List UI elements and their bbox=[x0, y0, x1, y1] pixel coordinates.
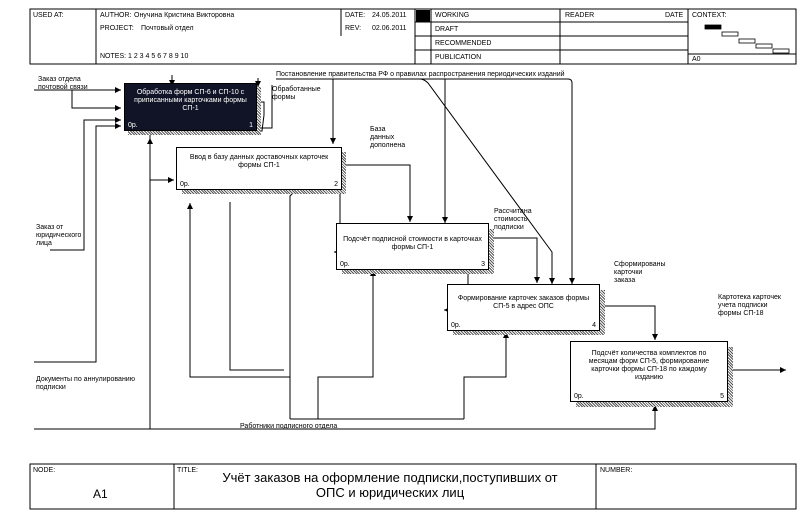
status-working-mark bbox=[416, 10, 430, 22]
activity-box-4-number: 4 bbox=[592, 322, 596, 329]
activity-box-2[interactable]: Ввод в базу данных доставочных карточек … bbox=[176, 147, 342, 190]
diagram-title: Учёт заказов на оформление подписки,пост… bbox=[190, 470, 590, 500]
activity-box-2-number: 2 bbox=[334, 181, 338, 188]
activity-box-5[interactable]: Подсчёт количества комплектов по месяцам… bbox=[570, 341, 728, 402]
activity-box-2-label: Ввод в базу данных доставочных карточек … bbox=[189, 154, 329, 169]
arrow-label-out2: База данных дополнена bbox=[370, 126, 406, 149]
context-mini-diagram bbox=[704, 24, 790, 54]
status-working: WORKING bbox=[435, 12, 470, 19]
arrow-label-out1: Обработанные формы bbox=[272, 86, 321, 101]
activity-box-3-cost: 0р. bbox=[340, 261, 350, 268]
rev-label: REV: bbox=[345, 25, 362, 32]
date-label: DATE: bbox=[345, 12, 366, 19]
activity-box-5-cost: 0р. bbox=[574, 393, 584, 400]
arrow-label-control: Постановление правительства РФ о правила… bbox=[276, 71, 565, 78]
activity-box-1-label: Обработка форм СП-6 и СП-10 с приписанны… bbox=[134, 89, 247, 112]
activity-box-5-number: 5 bbox=[720, 393, 724, 400]
project-value: Почтовый отдел bbox=[141, 25, 194, 32]
diagram-title-line1: Учёт заказов на оформление подписки,пост… bbox=[222, 470, 558, 485]
project-label: PROJECT: bbox=[100, 25, 134, 32]
context-label: CONTEXT: bbox=[692, 12, 727, 19]
footer-frame bbox=[29, 463, 797, 510]
arrows bbox=[34, 75, 786, 430]
status-recommended: RECOMMENDED bbox=[435, 40, 492, 47]
activity-box-1-number: 1 bbox=[249, 122, 253, 129]
arrow-label-input-otdel: Заказ отдела почтовой связи bbox=[38, 76, 88, 91]
arrow-label-input-docs: Документы по аннулированию подписки bbox=[36, 376, 135, 391]
reader-date-label: DATE bbox=[665, 12, 684, 19]
activity-box-1-cost: 0р. bbox=[128, 122, 138, 129]
reader-label: READER bbox=[565, 12, 595, 19]
activity-box-4[interactable]: Формирование карточек заказов формы СП-5… bbox=[447, 284, 600, 331]
arrow-label-out4: Сформированы карточки заказа bbox=[614, 261, 666, 284]
status-draft: DRAFT bbox=[435, 26, 459, 33]
activity-box-4-cost: 0р. bbox=[451, 322, 461, 329]
author-label: AUTHOR: bbox=[100, 12, 132, 19]
arrow-label-out3: Рассчитана стоимость подписки bbox=[494, 208, 532, 231]
context-node: A0 bbox=[692, 56, 701, 63]
arrow-label-out5: Картотека карточек учета подписки формы … bbox=[718, 294, 781, 317]
rev-value: 02.06.2011 bbox=[372, 25, 407, 32]
node-label: NODE: bbox=[33, 467, 56, 474]
used-at-label: USED AT: bbox=[33, 12, 64, 19]
activity-box-3[interactable]: Подсчёт подписной стоимости в карточках … bbox=[336, 223, 489, 270]
diagram-title-line2: ОПС и юридических лиц bbox=[315, 485, 465, 500]
activity-box-1[interactable]: Обработка форм СП-6 и СП-10 с приписанны… bbox=[124, 83, 257, 131]
activity-box-5-label: Подсчёт количества комплектов по месяцам… bbox=[588, 350, 710, 381]
number-label: NUMBER: bbox=[600, 467, 633, 474]
title-label: TITLE: bbox=[177, 467, 199, 474]
activity-box-2-cost: 0р. bbox=[180, 181, 190, 188]
arrow-label-input-yur: Заказ от юридического лица bbox=[36, 224, 82, 247]
activity-box-3-label: Подсчёт подписной стоимости в карточках … bbox=[343, 236, 482, 251]
activity-box-4-label: Формирование карточек заказов формы СП-5… bbox=[457, 295, 590, 310]
author-value: Онучина Кристина Викторовна bbox=[134, 12, 235, 19]
notes: NOTES: 1 2 3 4 5 6 7 8 9 10 bbox=[100, 53, 189, 60]
activity-box-3-number: 3 bbox=[481, 261, 485, 268]
header-frame bbox=[29, 8, 797, 65]
date-value: 24.05.2011 bbox=[372, 12, 407, 19]
arrow-label-mechanism: Работники подписного отдела bbox=[240, 423, 338, 430]
node-value: A1 bbox=[93, 487, 108, 501]
status-publication: PUBLICATION bbox=[435, 54, 482, 61]
